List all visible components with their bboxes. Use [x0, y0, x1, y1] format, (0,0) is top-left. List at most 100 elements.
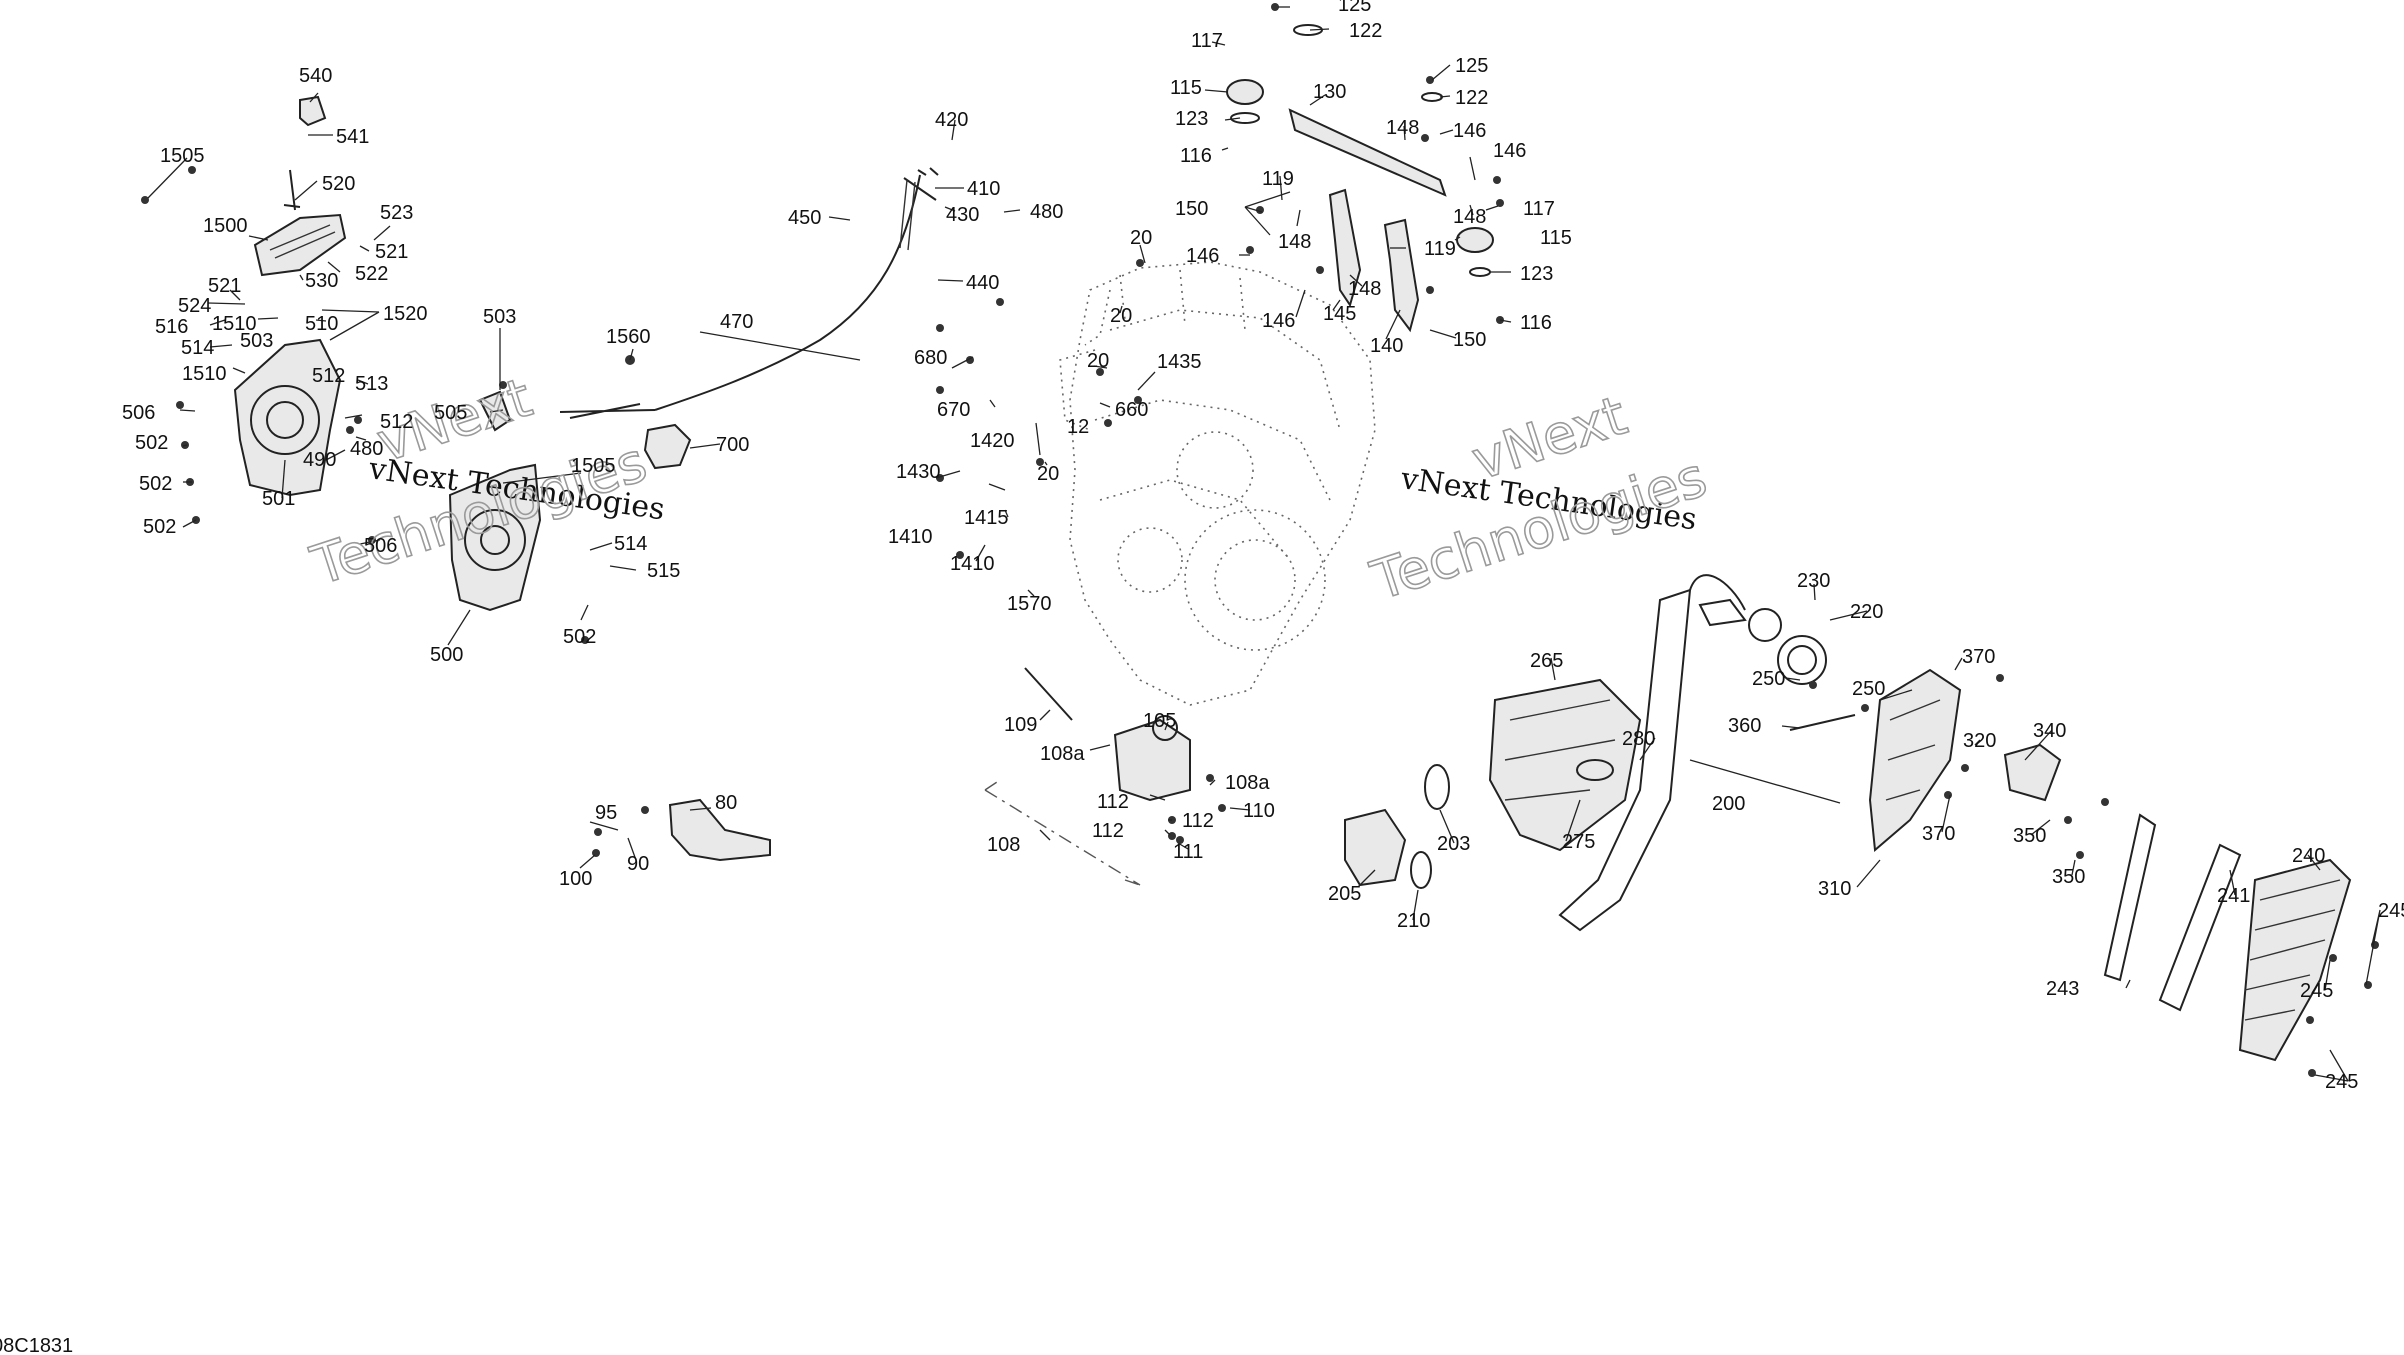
callout-105: 105 — [1143, 710, 1176, 732]
intake-tube — [1558, 588, 1692, 932]
callout-350: 350 — [2052, 866, 2085, 888]
callout-148: 148 — [1278, 231, 1311, 253]
callout-450: 450 — [788, 207, 821, 229]
callout-100: 100 — [559, 868, 592, 890]
callout-370: 370 — [1922, 823, 1955, 845]
callout-1430: 1430 — [896, 461, 941, 483]
callout-680: 680 — [914, 347, 947, 369]
engine-block — [1059, 261, 1376, 706]
callout-1505: 1505 — [571, 455, 616, 477]
callout-502: 502 — [563, 626, 596, 648]
callout-146: 146 — [1493, 140, 1526, 162]
callout-440: 440 — [966, 272, 999, 294]
shift-cable — [654, 174, 921, 411]
callout-108a: 108a — [1225, 772, 1270, 794]
callout-150: 150 — [1175, 198, 1208, 220]
callout-119: 119 — [1262, 168, 1294, 190]
callout-117: 117 — [1191, 30, 1223, 52]
callout-510: 510 — [305, 313, 338, 335]
callout-1505: 1505 — [160, 145, 205, 167]
callout-203: 203 — [1437, 833, 1470, 855]
callout-119: 119 — [1424, 238, 1456, 260]
callout-108: 108 — [987, 834, 1020, 856]
callout-210: 210 — [1397, 910, 1430, 932]
callout-513: 513 — [355, 373, 388, 395]
callout-350: 350 — [2013, 825, 2046, 847]
callout-514: 514 — [181, 337, 214, 359]
callout-117: 117 — [1523, 198, 1555, 220]
callout-250: 250 — [1852, 678, 1885, 700]
callout-12: 12 — [1067, 416, 1089, 438]
callout-514: 514 — [614, 533, 647, 555]
grille — [2238, 858, 2352, 1062]
lower-bracket — [1113, 718, 1191, 802]
callout-205: 205 — [1328, 883, 1361, 905]
callout-265: 265 — [1530, 650, 1563, 672]
callout-515: 515 — [647, 560, 680, 582]
shifter-housing — [253, 213, 347, 277]
callout-1435: 1435 — [1157, 351, 1202, 373]
callout-1420: 1420 — [970, 430, 1015, 452]
callout-123: 123 — [1520, 263, 1553, 285]
callout-241: 241 — [2217, 885, 2250, 907]
callout-200: 200 — [1712, 793, 1745, 815]
air-duct — [1868, 668, 1962, 853]
callout-360: 360 — [1728, 715, 1761, 737]
callout-540: 540 — [299, 65, 332, 87]
callout-122: 122 — [1349, 20, 1382, 42]
callout-1570: 1570 — [1007, 593, 1052, 615]
callout-130: 130 — [1313, 81, 1346, 103]
callout-150: 150 — [1453, 329, 1486, 351]
fastener-dots — [141, 3, 2379, 1077]
callout-523: 523 — [380, 202, 413, 224]
callout-115: 115 — [1170, 77, 1202, 99]
callout-530: 530 — [305, 270, 338, 292]
callout-700: 700 — [716, 434, 749, 456]
upper-crossmember — [1288, 108, 1447, 197]
trim-strip — [2103, 813, 2157, 982]
callout-480: 480 — [350, 438, 383, 460]
callout-148: 148 — [1386, 117, 1419, 139]
callout-521: 521 — [208, 275, 241, 297]
callout-522: 522 — [355, 263, 388, 285]
callout-110: 110 — [1243, 800, 1275, 822]
callout-148: 148 — [1348, 278, 1381, 300]
callout-125: 125 — [1455, 55, 1488, 77]
callout-116: 116 — [1180, 145, 1212, 167]
callout-240: 240 — [2292, 845, 2325, 867]
callout-145: 145 — [1323, 303, 1356, 325]
callout-122: 122 — [1455, 87, 1488, 109]
callout-148: 148 — [1453, 206, 1486, 228]
callout-243: 243 — [2046, 978, 2079, 1000]
part-drawings — [141, 3, 2379, 1077]
callout-520: 520 — [322, 173, 355, 195]
callout-502: 502 — [135, 432, 168, 454]
callout-501: 501 — [262, 488, 295, 510]
coupler — [1488, 678, 1642, 852]
callout-95: 95 — [595, 802, 617, 824]
callout-1410: 1410 — [888, 526, 933, 548]
callout-500: 500 — [430, 644, 463, 666]
cover-plate — [448, 463, 542, 612]
callout-420: 420 — [935, 109, 968, 131]
callout-310: 310 — [1818, 878, 1851, 900]
callout-112: 112 — [1097, 791, 1129, 813]
callout-340: 340 — [2033, 720, 2066, 742]
callout-410: 410 — [967, 178, 1000, 200]
callout-90: 90 — [627, 853, 649, 875]
callout-220: 220 — [1850, 601, 1883, 623]
callout-245: 245 — [2378, 900, 2404, 922]
callout-250: 250 — [1752, 668, 1785, 690]
callout-245: 245 — [2325, 1071, 2358, 1093]
callout-20: 20 — [1130, 227, 1152, 249]
callout-140: 140 — [1370, 335, 1403, 357]
callout-502: 502 — [143, 516, 176, 538]
callout-506: 506 — [364, 535, 397, 557]
callout-115: 115 — [1540, 227, 1572, 249]
callout-490: 490 — [303, 449, 336, 471]
callout-111: 111 — [1173, 841, 1203, 863]
callout-512: 512 — [380, 411, 413, 433]
callout-146: 146 — [1262, 310, 1295, 332]
callout-1510: 1510 — [212, 313, 257, 335]
